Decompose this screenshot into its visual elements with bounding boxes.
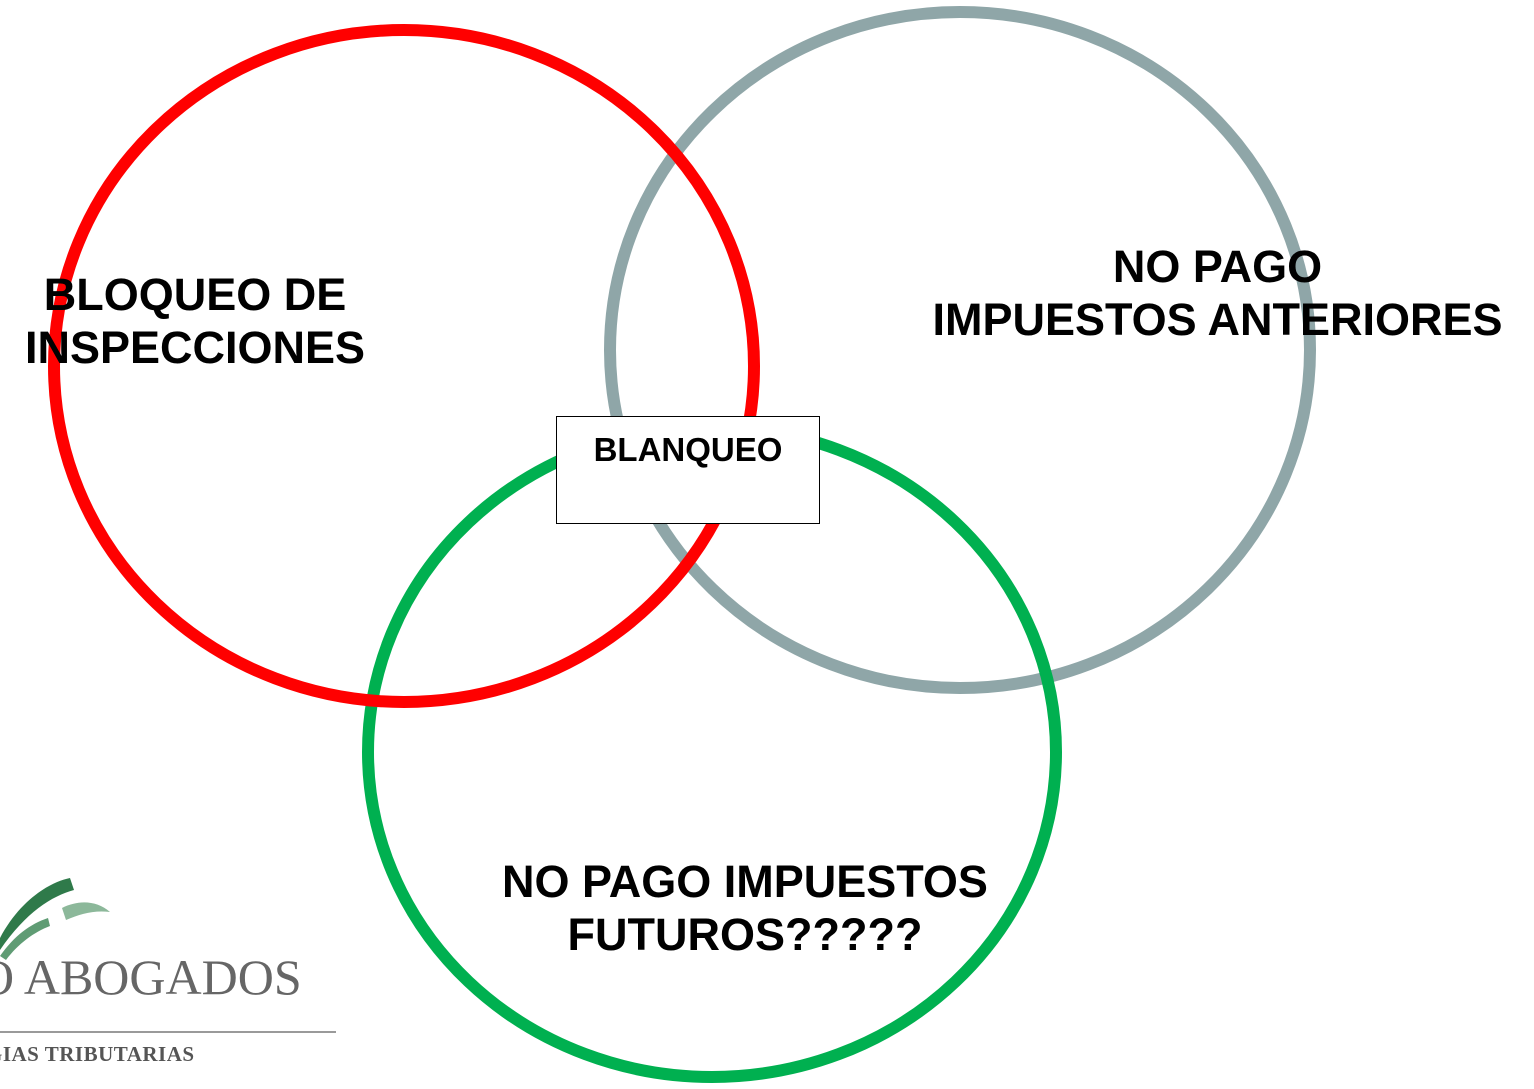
- label-bloqueo-inspecciones: BLOQUEO DE INSPECCIONES: [10, 268, 380, 374]
- circle-impuestos-anteriores: [604, 6, 1316, 694]
- label-line: IMPUESTOS ANTERIORES: [932, 294, 1503, 346]
- label-line: FUTUROS?????: [567, 909, 923, 961]
- logo-swoosh-icon: [0, 878, 110, 960]
- label-line: NO PAGO IMPUESTOS: [502, 856, 988, 907]
- logo-tagline: GIAS TRIBUTARIAS: [0, 1042, 195, 1066]
- logo-wordmark: O ABOGADOS: [0, 949, 302, 1005]
- company-logo: O ABOGADOS GIAS TRIBUTARIAS: [0, 860, 340, 1084]
- label-line: BLOQUEO DE: [43, 269, 347, 320]
- label-impuestos-anteriores: NO PAGO IMPUESTOS ANTERIORES: [905, 240, 1530, 346]
- center-label: BLANQUEO: [593, 431, 783, 468]
- label-impuestos-futuros: NO PAGO IMPUESTOS FUTUROS?????: [450, 855, 1040, 961]
- center-intersection-box: BLANQUEO: [556, 416, 820, 524]
- circle-bloqueo-inspecciones: [48, 24, 760, 708]
- label-line: NO PAGO: [1112, 241, 1323, 292]
- logo-divider: [0, 1031, 336, 1033]
- label-line: INSPECCIONES: [24, 322, 366, 374]
